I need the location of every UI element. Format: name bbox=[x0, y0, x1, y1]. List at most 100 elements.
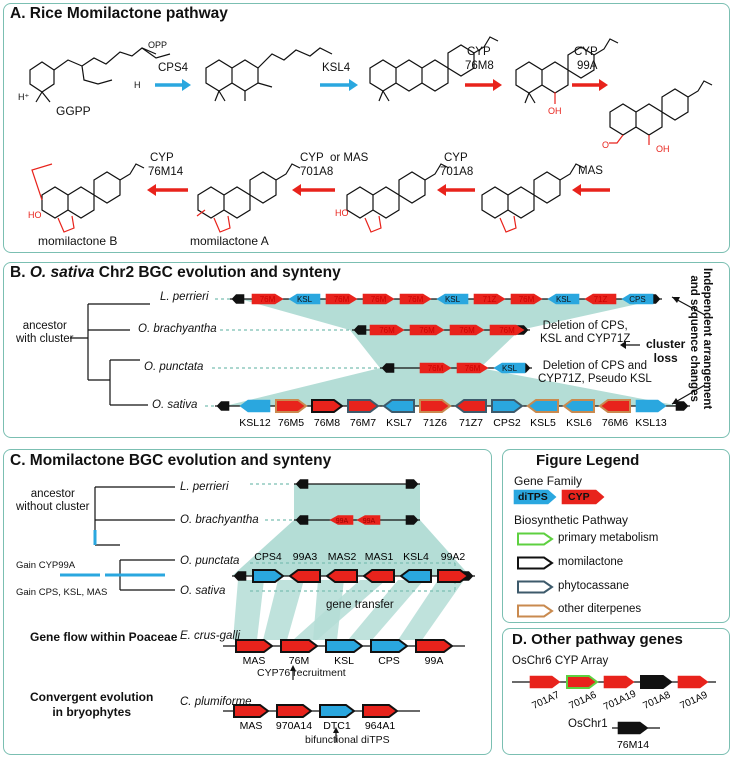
panel-c-species-osativa: O. sativa bbox=[180, 585, 226, 597]
panel-b-row-osativa-gene-10 bbox=[598, 399, 631, 413]
synteny-band-1 bbox=[240, 299, 660, 330]
arrow-cps4 bbox=[155, 79, 191, 91]
panel-b-row-opunctata-gene-label-0: 76M bbox=[428, 364, 444, 373]
panel-b-note-2: Deletion of CPS and CYP71Z, Pseudo KSL bbox=[538, 360, 652, 385]
panel-c-ecrus-gene-1 bbox=[280, 639, 319, 653]
panel-c-sativa-gene-5 bbox=[437, 569, 470, 583]
panel-c-sativa-gene-1 bbox=[288, 569, 321, 583]
label-step-cyp-d: CYP bbox=[300, 152, 324, 164]
panel-b-row-lperrieri-gene-1 bbox=[288, 293, 321, 305]
panel-d-gene-label-2: 701A19 bbox=[602, 688, 638, 713]
panel-b-row-osativa-gene-9 bbox=[562, 399, 595, 413]
panel-b-sativa-label-6: 71Z7 bbox=[459, 417, 483, 429]
panel-b-row-lperrieri-gene-10 bbox=[621, 293, 654, 305]
panel-b-row-lperrieri-gene-label-1: KSL bbox=[297, 295, 313, 304]
panel-c-ecrus-gene-0 bbox=[235, 639, 274, 653]
panel-c-cplum-gene-1 bbox=[276, 704, 313, 718]
panel-b-row-lperrieri-gene-9 bbox=[584, 293, 617, 305]
panel-c-gene-transfer: gene transfer bbox=[326, 599, 394, 611]
panel-c-row-obrachyantha-end-right bbox=[405, 515, 419, 525]
panel-b-row-osativa-gene-4 bbox=[382, 399, 415, 413]
legend-ditps-glyph bbox=[513, 489, 557, 505]
panel-b-row-lperrieri-gene-6 bbox=[473, 293, 506, 305]
label-step-cyp-b: CYP bbox=[574, 46, 598, 58]
panel-d-gene-2 bbox=[603, 675, 635, 689]
panel-b-row-opunctata-gene-0 bbox=[419, 362, 452, 374]
label-hplus: H⁺ bbox=[18, 92, 30, 102]
label-step-cps4: CPS4 bbox=[158, 62, 189, 74]
panel-c-cyp76-pointer-head bbox=[290, 665, 296, 671]
panel-d-gene-label-1: 701A6 bbox=[568, 689, 599, 711]
label-step-76m14: 76M14 bbox=[148, 166, 184, 178]
panel-b-row-lperrieri-gene-label-2: 76M bbox=[334, 295, 350, 304]
panel-c-cplum: C. plumiforme bbox=[180, 696, 252, 708]
panel-c-cplum-label-0: MAS bbox=[240, 720, 263, 732]
panel-c-species-opunctata: O. punctata bbox=[180, 555, 240, 567]
panel-d-gene-label-4: 701A9 bbox=[679, 689, 710, 711]
legend-pathway-glyph-2 bbox=[517, 580, 554, 594]
legend-cyp-label: CYP bbox=[568, 491, 590, 503]
panel-b-row-osativa-gene-11 bbox=[635, 399, 667, 413]
panel-b-species-osativa: O. sativa bbox=[152, 399, 198, 411]
panel-b-species-opunctata: O. punctata bbox=[144, 361, 204, 373]
panel-c-sativa-label-4: KSL4 bbox=[403, 551, 429, 563]
panel-c-band-2 bbox=[232, 520, 470, 576]
label-step-cyp-c: CYP bbox=[444, 152, 468, 164]
legend-item-other: other diterpenes bbox=[558, 603, 642, 615]
panel-c-row-obrachyantha-end-left bbox=[295, 515, 309, 525]
legend-pathway-glyph-1 bbox=[517, 556, 554, 570]
label-step-76m8: 76M8 bbox=[465, 60, 494, 72]
panel-c-ecrus-label-1: 76M bbox=[289, 655, 309, 667]
panel-c-row-osativa-end-left bbox=[233, 571, 247, 581]
panel-c bbox=[3, 449, 492, 755]
panel-c-band-1 bbox=[294, 484, 420, 520]
label-momilactone-a: momilactone A bbox=[190, 234, 269, 248]
panel-b-sativa-label-1: 76M5 bbox=[278, 417, 304, 429]
panel-b-row-obrachyantha-gene-2 bbox=[449, 324, 485, 336]
panel-b-arrowhead-bottom bbox=[672, 398, 680, 404]
panel-b-note-1: Deletion of CPS, KSL and CYP71Z bbox=[540, 320, 631, 345]
panel-d-gene-3 bbox=[640, 675, 673, 689]
panel-c-sativa-label-2: MAS2 bbox=[328, 551, 357, 563]
panel-c-bifunctional: bifunctional diTPS bbox=[305, 734, 390, 746]
label-ho-2: HO bbox=[28, 210, 42, 220]
panel-b-row-obrachyantha-gene-3 bbox=[489, 324, 525, 336]
panel-c-ecrus-label-2: KSL bbox=[334, 655, 354, 667]
arrow-mas bbox=[572, 184, 610, 196]
label-h: H bbox=[134, 80, 141, 90]
panel-d-title: D. Other pathway genes bbox=[512, 631, 683, 648]
panel-d-gene-label-3: 701A8 bbox=[642, 689, 673, 711]
panel-c-gene-flow: Gene flow within Poaceae bbox=[30, 630, 178, 644]
label-oh-2: OH bbox=[656, 144, 670, 154]
panel-c-ecrus-label-0: MAS bbox=[243, 655, 266, 667]
panel-c-sativa-gene-4 bbox=[399, 569, 432, 583]
panel-c-sativa-label-5: 99A2 bbox=[441, 551, 466, 563]
panel-c-sativa-label-0: CPS4 bbox=[254, 551, 282, 563]
panel-b-row-lperrieri-gene-0 bbox=[251, 293, 284, 305]
panel-c-brachy-label-1: 99A bbox=[363, 518, 376, 525]
panel-c-dtc1-pointer-head bbox=[333, 727, 339, 733]
panel-b-row-obrachyantha-gene-label-3: 76M bbox=[499, 326, 515, 335]
panel-d-gene-1 bbox=[566, 675, 599, 689]
synteny-band-2 bbox=[350, 330, 520, 368]
panel-c-cplum-gene-2 bbox=[319, 704, 356, 718]
label-opp: OPP bbox=[148, 40, 168, 50]
panel-d-array: OsChr6 CYP Array bbox=[512, 655, 609, 667]
panel-b-tree bbox=[70, 303, 150, 406]
panel-c-convergent: Convergent evolution in bryophytes bbox=[30, 690, 154, 719]
legend-biosynthetic: Biosynthetic Pathway bbox=[514, 513, 629, 527]
panel-c-transfer-band-0 bbox=[233, 580, 264, 640]
panel-b-sativa-label-3: 76M7 bbox=[350, 417, 376, 429]
label-step-ksl4: KSL4 bbox=[322, 62, 351, 74]
panel-b-title: B. O. sativa Chr2 BGC evolution and synt… bbox=[10, 264, 341, 281]
panel-b-row-lperrieri-end-left bbox=[231, 294, 245, 304]
label-step-701a8-a: 701A8 bbox=[440, 166, 474, 178]
panel-b-row-lperrieri-gene-4 bbox=[399, 293, 432, 305]
legend-ditps-label: diTPS bbox=[518, 491, 548, 503]
panel-d-chr1: OsChr1 bbox=[568, 718, 608, 730]
panel-b-row-lperrieri-gene-label-10: CPS bbox=[629, 295, 645, 304]
